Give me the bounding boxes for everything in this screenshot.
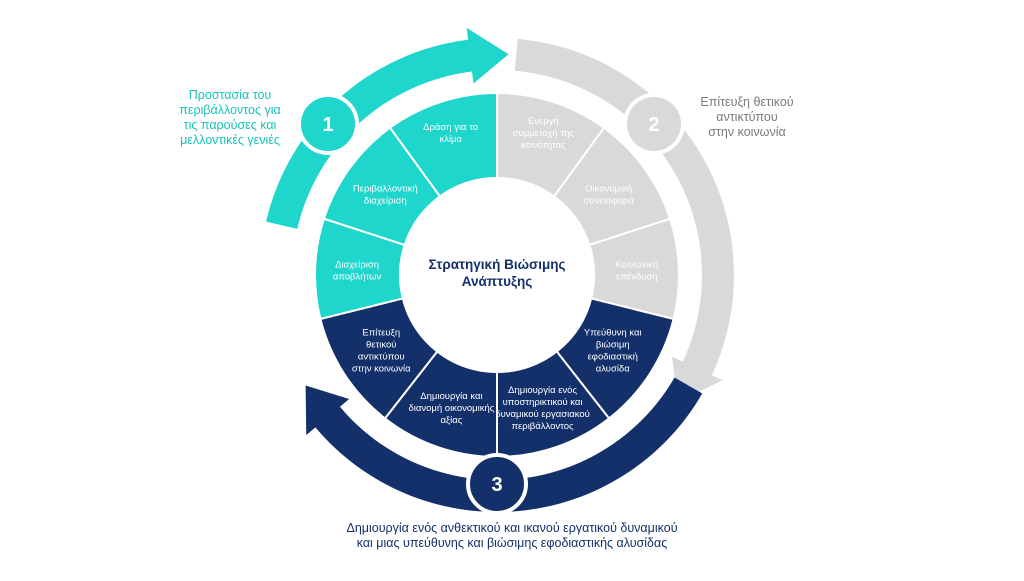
badge-3: 3 xyxy=(466,453,528,515)
badge-1-number: 1 xyxy=(322,114,333,136)
pillar-1-caption: Προστασία του περιβάλλοντος για τις παρο… xyxy=(179,88,281,147)
number-badges: 1 2 3 xyxy=(297,93,685,515)
badge-2-number: 2 xyxy=(648,114,659,136)
center-circle xyxy=(399,177,595,373)
pillar-3-caption: Δημιουργία ενός ανθεκτικού και ικανού ερ… xyxy=(346,521,678,550)
pillar-2-caption: Επίτευξη θετικού αντικτύπου στην κοινωνί… xyxy=(700,95,794,139)
pillar-3-arrow xyxy=(305,377,703,512)
badge-1: 1 xyxy=(297,93,359,155)
badge-3-number: 3 xyxy=(491,474,502,496)
badge-2: 2 xyxy=(623,93,685,155)
